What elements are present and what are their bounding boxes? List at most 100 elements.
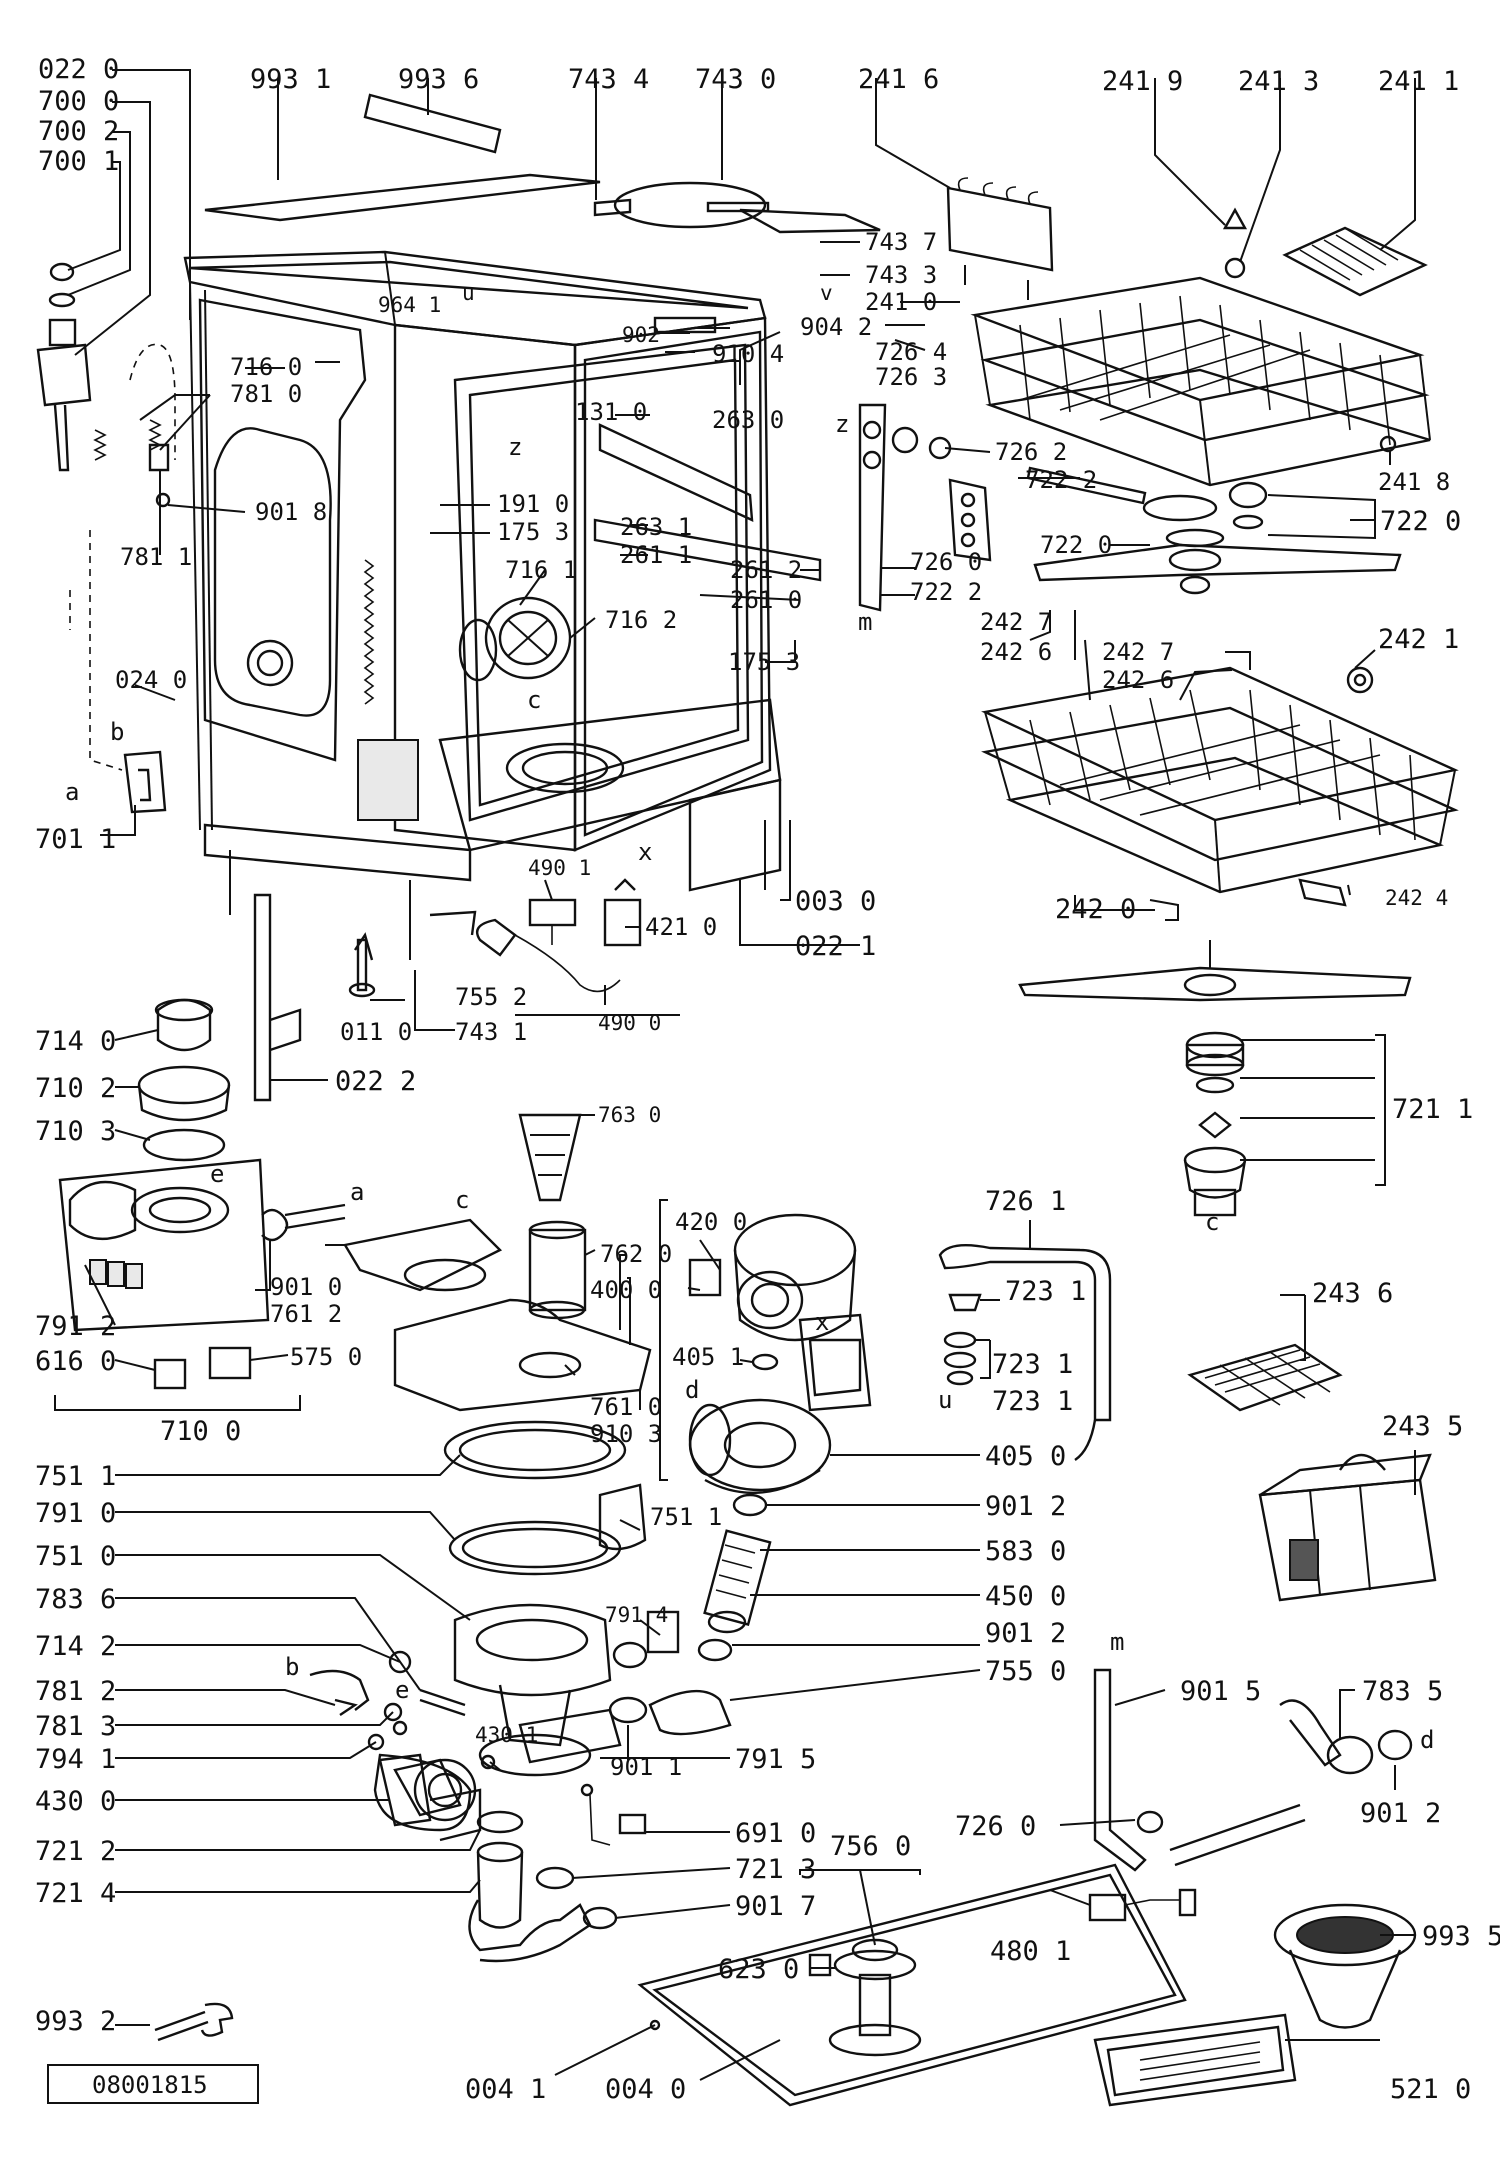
- label-022-1: 022 1: [795, 931, 876, 962]
- label-242-0: 242 0: [1055, 894, 1136, 925]
- rack-hooks-panel: [946, 177, 1054, 300]
- label-700-1: 700 1: [38, 146, 119, 177]
- label-716-1: 716 1: [505, 556, 577, 584]
- label-420-0: 420 0: [675, 1208, 747, 1236]
- ref-letter-a2: a: [350, 1178, 364, 1206]
- label-721-1: 721 1: [1392, 1094, 1473, 1125]
- label-743-7: 743 7: [865, 228, 937, 256]
- label-910-4: 910 4: [712, 340, 784, 368]
- ref-letter-b: b: [110, 718, 124, 746]
- label-901-1: 901 1: [610, 1753, 682, 1781]
- label-791-4: 791 4: [605, 1603, 668, 1627]
- label-743-3: 743 3: [865, 261, 937, 289]
- basket-rails: [858, 403, 992, 612]
- base-plate: [637, 1863, 1197, 2107]
- label-791-0: 791 0: [35, 1498, 116, 1529]
- ref-letter-x: x: [638, 838, 652, 866]
- label-022-0: 022 0: [38, 54, 119, 85]
- label-756-0: 756 0: [830, 1831, 911, 1862]
- label-616-0: 616 0: [35, 1346, 116, 1377]
- cabinet-tub-assembly: [183, 250, 822, 960]
- ref-letter-x2: x: [815, 1308, 829, 1336]
- label-901-2b: 901 2: [985, 1618, 1066, 1649]
- label-781-2: 781 2: [35, 1676, 116, 1707]
- label-131-0: 131 0: [575, 398, 647, 426]
- label-726-0a: 726 0: [910, 548, 982, 576]
- label-243-6: 243 6: [1312, 1278, 1393, 1309]
- label-022-2: 022 2: [335, 1066, 416, 1097]
- label-714-2: 714 2: [35, 1631, 116, 1662]
- label-241-6: 241 6: [858, 64, 939, 95]
- label-761-2: 761 2: [270, 1300, 342, 1328]
- label-263-0: 263 0: [712, 406, 784, 434]
- ref-letter-c2: c: [455, 1186, 469, 1214]
- label-521-0: 521 0: [1390, 2074, 1471, 2105]
- label-964-1: 964 1: [378, 293, 441, 317]
- salt-funnel: [1273, 1903, 1417, 2029]
- label-781-0: 781 0: [230, 380, 302, 408]
- label-716-0: 716 0: [230, 353, 302, 381]
- label-722-2b: 722 2: [910, 578, 982, 606]
- label-242-6a: 242 6: [980, 638, 1052, 666]
- label-762-0: 762 0: [600, 1240, 672, 1268]
- label-242-7b: 242 7: [1102, 638, 1174, 666]
- label-400-0: 400 0: [590, 1276, 662, 1304]
- label-450-0: 450 0: [985, 1581, 1066, 1612]
- label-241-3: 241 3: [1238, 66, 1319, 97]
- label-003-0: 003 0: [795, 886, 876, 917]
- label-902: 902: [622, 323, 660, 347]
- label-743-0: 743 0: [695, 64, 776, 95]
- label-024-0: 024 0: [115, 666, 187, 694]
- label-710-3: 710 3: [35, 1116, 116, 1147]
- label-993-5: 993 5: [1422, 1921, 1500, 1952]
- label-755-2: 755 2: [455, 983, 527, 1011]
- label-726-0b: 726 0: [955, 1811, 1036, 1842]
- label-726-1: 726 1: [985, 1186, 1066, 1217]
- label-004-0: 004 0: [605, 2074, 686, 2105]
- label-726-4: 726 4: [875, 338, 947, 366]
- label-261-2: 261 2: [730, 556, 802, 584]
- ref-letter-u: u: [462, 281, 475, 305]
- label-004-1: 004 1: [465, 2074, 546, 2105]
- top-strips: [204, 93, 881, 234]
- wrench-tool: [154, 2002, 234, 2042]
- label-623-0: 623 0: [718, 1954, 799, 1985]
- pump-motor: [612, 1213, 872, 1736]
- part-number-labels: 022 0 700 0 700 2 700 1 993 1 993 6 743 …: [35, 54, 1500, 2105]
- label-993-2: 993 2: [35, 2006, 116, 2037]
- ref-letter-u2: u: [938, 1386, 952, 1414]
- label-716-2: 716 2: [605, 606, 677, 634]
- label-904-2: 904 2: [800, 313, 872, 341]
- reference-letters: z z v u u b a a c c c x x d d e e m m b: [65, 281, 1434, 1754]
- label-421-0: 421 0: [645, 913, 717, 941]
- label-575-0: 575 0: [290, 1343, 362, 1371]
- label-700-0: 700 0: [38, 86, 119, 117]
- label-721-4: 721 4: [35, 1878, 116, 1909]
- label-722-2a: 722 2: [1025, 466, 1097, 494]
- label-755-0: 755 0: [985, 1656, 1066, 1687]
- ref-letter-d: d: [685, 1376, 699, 1404]
- ref-letter-a: a: [65, 778, 79, 806]
- ref-letter-m2: m: [1110, 1628, 1124, 1656]
- label-490-1: 490 1: [528, 856, 591, 880]
- label-901-2c: 901 2: [1360, 1798, 1441, 1829]
- misc-left-parts: [36, 262, 176, 814]
- label-743-1: 743 1: [455, 1018, 527, 1046]
- label-901-5: 901 5: [1180, 1676, 1261, 1707]
- label-241-9: 241 9: [1102, 66, 1183, 97]
- upper-basket: [970, 207, 1431, 595]
- label-722-0a: 722 0: [1040, 531, 1112, 559]
- label-242-4: 242 4: [1385, 886, 1448, 910]
- drain-pump: [309, 1650, 648, 1963]
- label-761-0: 761 0: [590, 1393, 662, 1421]
- label-751-0: 751 0: [35, 1541, 116, 1572]
- label-242-7a: 242 7: [980, 608, 1052, 636]
- label-910-3: 910 3: [590, 1420, 662, 1448]
- label-743-4: 743 4: [568, 64, 649, 95]
- label-701-1: 701 1: [35, 824, 116, 855]
- label-721-3: 721 3: [735, 1854, 816, 1885]
- label-710-2: 710 2: [35, 1073, 116, 1104]
- label-405-0: 405 0: [985, 1441, 1066, 1472]
- label-901-7: 901 7: [735, 1891, 816, 1922]
